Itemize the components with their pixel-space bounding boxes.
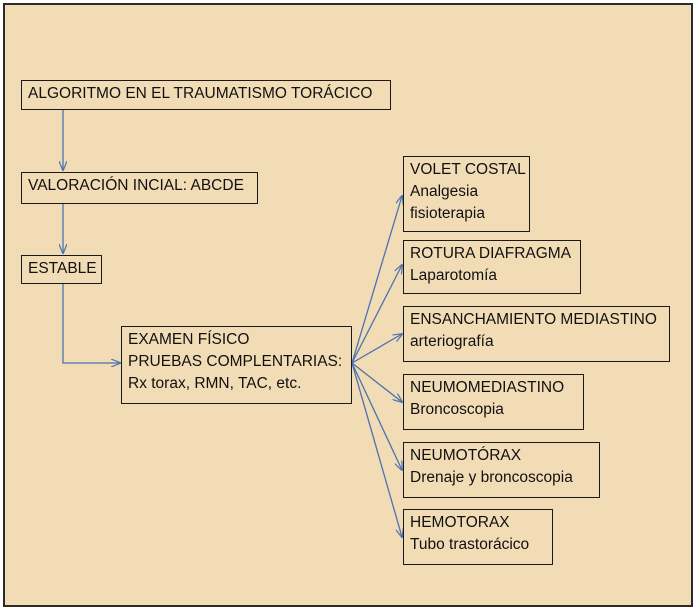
volet-line-1: VOLET COSTAL [410, 161, 526, 178]
examen-line-1: EXAMEN FÍSICO [128, 331, 250, 348]
arrow-examen-to-neumomediastino [351, 362, 402, 402]
volet-line-3: fisioterapia [410, 205, 485, 222]
volet-line-2: Analgesia [410, 183, 479, 200]
estable-line-1: ESTABLE [28, 260, 97, 277]
rotura-line-1: ROTURA DIAFRAGMA [410, 245, 572, 262]
neumomediastino-line-1: NEUMOMEDIASTINO [410, 379, 565, 396]
arrow-examen-to-rotura [351, 265, 402, 364]
valoracion-box: VALORACIÓN INCIAL: ABCDE [21, 172, 258, 204]
ensanchamiento-box: ENSANCHAMIENTO MEDIASTINO arteriografía [403, 306, 670, 362]
neumomediastino-line-2: Broncoscopia [410, 401, 504, 418]
arrow-examen-to-ensanchamiento [351, 334, 402, 364]
rotura-box: ROTURA DIAFRAGMA Laparotomía [403, 240, 581, 294]
hemotorax-line-2: Tubo trastorácico [410, 536, 530, 553]
neumotorax-line-1: NEUMOTÓRAX [410, 447, 522, 464]
ensanchamiento-line-2: arteriografía [410, 333, 494, 350]
arrow-examen-to-volet [351, 196, 402, 364]
title-line-1: ALGORITMO EN EL TRAUMATISMO TORÁCICO [28, 85, 373, 102]
examen-line-3: Rx torax, RMN, TAC, etc. [128, 375, 302, 392]
arrow-estable-to-examen [62, 284, 120, 363]
ensanchamiento-line-1: ENSANCHAMIENTO MEDIASTINO [410, 311, 657, 328]
volet-box: VOLET COSTAL Analgesia fisioterapia [403, 156, 530, 232]
estable-box: ESTABLE [21, 255, 102, 284]
examen-line-2: PRUEBAS COMPLENTARIAS: [128, 353, 343, 370]
hemotorax-box: HEMOTORAX Tubo trastorácico [403, 509, 553, 565]
neumotorax-line-2: Drenaje y broncoscopia [410, 469, 573, 486]
title-box: ALGORITMO EN EL TRAUMATISMO TORÁCICO [21, 80, 391, 110]
hemotorax-line-1: HEMOTORAX [410, 514, 510, 531]
valoracion-line-1: VALORACIÓN INCIAL: ABCDE [28, 177, 244, 194]
neumotorax-box: NEUMOTÓRAX Drenaje y broncoscopia [403, 442, 600, 498]
examen-box: EXAMEN FÍSICO PRUEBAS COMPLENTARIAS: Rx … [121, 326, 352, 404]
arrow-examen-to-hemotorax [351, 362, 402, 537]
rotura-line-2: Laparotomía [410, 267, 498, 284]
neumomediastino-box: NEUMOMEDIASTINO Broncoscopia [403, 374, 584, 430]
arrow-examen-to-neumotorax [351, 362, 402, 470]
